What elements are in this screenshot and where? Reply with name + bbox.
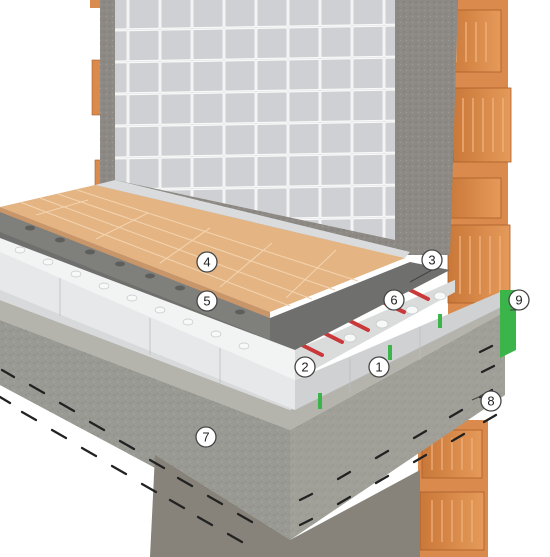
callout-1: 1 (368, 356, 390, 378)
callout-8-label: 8 (487, 394, 494, 409)
callout-9-label: 9 (515, 293, 522, 308)
callout-4-label: 4 (203, 255, 210, 270)
callout-1-label: 1 (375, 360, 382, 375)
floor-tiles (0, 180, 410, 318)
callout-3-label: 3 (428, 253, 435, 268)
callout-6: 6 (383, 289, 405, 311)
callout-6-label: 6 (390, 293, 397, 308)
insulation-layer (0, 252, 505, 410)
callout-2-label: 2 (301, 360, 308, 375)
wall-tiles (115, 0, 395, 240)
callout-7: 7 (195, 426, 217, 448)
heating-panel-layer (0, 238, 455, 380)
callout-8: 8 (480, 390, 502, 412)
callout-7-label: 7 (202, 430, 209, 445)
callout-9: 9 (508, 289, 530, 311)
callout-5-label: 5 (203, 294, 210, 309)
callout-5: 5 (196, 290, 218, 312)
callout-2: 2 (294, 356, 316, 378)
callout-3: 3 (421, 249, 443, 271)
concrete-slab (0, 295, 505, 557)
callout-4: 4 (196, 251, 218, 273)
